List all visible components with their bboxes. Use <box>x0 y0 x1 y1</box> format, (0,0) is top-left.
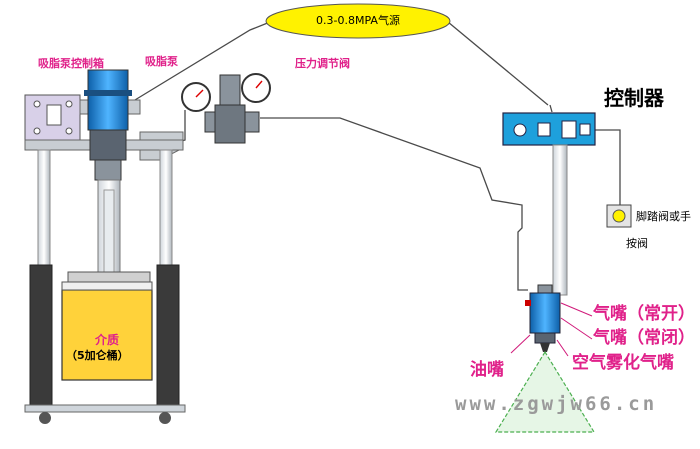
medium-label: 介质 <box>95 333 120 347</box>
bucket-label: （5加仑桶） <box>66 349 129 362</box>
oil-nozzle-label: 油嘴 <box>470 360 504 380</box>
pressure-regulator <box>181 73 271 144</box>
spray-cone <box>494 350 596 433</box>
pump-control-box-label: 吸脂泵控制箱 <box>38 57 104 70</box>
foot-valve-label-line2: 按阀 <box>626 237 648 250</box>
foot-valve-label-line1: 脚踏阀或手 <box>636 210 691 223</box>
atomizing-nozzle-label: 空气雾化气嘴 <box>572 353 674 373</box>
air-source-ellipse <box>265 3 451 39</box>
air-hoses <box>129 21 621 291</box>
controller-title: 控制器 <box>604 86 664 110</box>
label-pointer-lines <box>510 302 593 357</box>
air-nozzle-closed-label: 气嘴（常闭） <box>593 328 695 348</box>
pressure-valve-label: 压力调节阀 <box>295 57 350 70</box>
foot-valve <box>606 204 632 228</box>
watermark: www.zgwjw66.cn <box>455 393 658 415</box>
spray-gun <box>525 284 561 352</box>
air-nozzle-open-label: 气嘴（常开） <box>593 304 695 324</box>
pump-machine <box>24 69 186 424</box>
air-source-label: 0.3-0.8MPA气源 <box>316 14 400 27</box>
pump-label: 吸脂泵 <box>145 55 178 68</box>
controller <box>502 112 596 296</box>
